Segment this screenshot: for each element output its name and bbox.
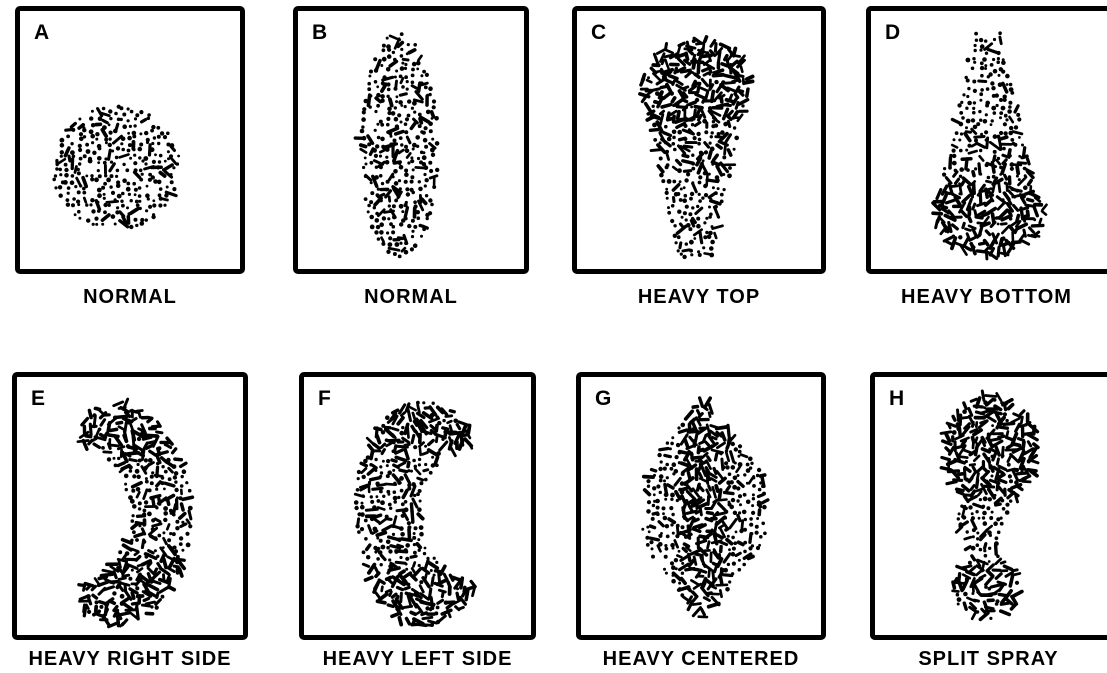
caption-f: HEAVY LEFT SIDE xyxy=(289,648,546,671)
spray-pattern-c xyxy=(577,11,821,269)
pattern-panel-g: G xyxy=(576,372,826,640)
spray-pattern-f xyxy=(304,377,531,635)
panel-letter-a: A xyxy=(34,21,49,45)
panel-letter-h: H xyxy=(889,387,904,411)
spray-dots xyxy=(52,105,180,230)
spray-pattern-e xyxy=(17,377,243,635)
pattern-panel-d: D xyxy=(866,6,1107,274)
caption-g: HEAVY CENTERED xyxy=(571,648,831,671)
caption-c: HEAVY TOP xyxy=(572,286,826,309)
caption-a: NORMAL xyxy=(15,286,245,309)
spray-dots xyxy=(355,32,439,258)
spray-dots xyxy=(640,37,753,259)
spray-dots xyxy=(78,399,193,627)
caption-d: HEAVY BOTTOM xyxy=(866,286,1107,309)
spray-pattern-b xyxy=(298,11,524,269)
panel-letter-g: G xyxy=(595,387,611,411)
spray-pattern-h xyxy=(875,377,1107,635)
pattern-panel-e: E xyxy=(12,372,248,640)
spray-dots xyxy=(941,391,1038,620)
caption-h: SPLIT SPRAY xyxy=(870,648,1107,671)
pattern-panel-c: C xyxy=(572,6,826,274)
pattern-panel-a: A xyxy=(15,6,245,274)
spray-pattern-d xyxy=(871,11,1107,269)
spray-dots xyxy=(933,31,1047,259)
panel-letter-e: E xyxy=(31,387,45,411)
caption-b: NORMAL xyxy=(293,286,529,309)
pattern-panel-b: B xyxy=(293,6,529,274)
spray-pattern-g xyxy=(581,377,821,635)
spray-dots xyxy=(641,398,768,617)
spray-pattern-a xyxy=(20,11,240,269)
spray-dots xyxy=(354,401,475,627)
pattern-panel-f: F xyxy=(299,372,536,640)
panel-letter-c: C xyxy=(591,21,606,45)
panel-letter-b: B xyxy=(312,21,327,45)
panel-letter-f: F xyxy=(318,387,331,411)
pattern-panel-h: H xyxy=(870,372,1107,640)
panel-letter-d: D xyxy=(885,21,900,45)
caption-e: HEAVY RIGHT SIDE xyxy=(0,648,260,671)
